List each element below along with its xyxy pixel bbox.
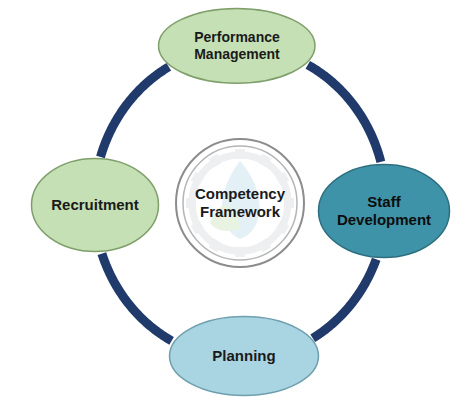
process-ellipse: Recruitment bbox=[30, 157, 160, 253]
node-label: Planning bbox=[212, 347, 275, 365]
ellipse-shape bbox=[159, 9, 315, 84]
process-ellipse: Planning bbox=[168, 315, 320, 397]
ellipse-shape bbox=[170, 317, 319, 396]
cycle-arc bbox=[101, 67, 169, 157]
node-label-group: Staff Development bbox=[331, 193, 438, 229]
cycle-arc bbox=[102, 254, 172, 341]
ellipse-shape bbox=[319, 165, 450, 258]
node-label-group: Planning bbox=[212, 347, 275, 365]
cycle-arc bbox=[313, 259, 376, 338]
node-label-group: Competency Framework bbox=[191, 185, 289, 221]
node-label-group: Performance Management bbox=[176, 29, 298, 63]
gear-watermark bbox=[186, 149, 294, 257]
cycle-arc bbox=[308, 65, 381, 162]
node-label: Competency Framework bbox=[191, 185, 289, 221]
ellipse-shape bbox=[32, 159, 159, 252]
process-ellipse: Performance Management bbox=[157, 7, 317, 85]
node-label: Staff Development bbox=[331, 193, 438, 229]
hub-circle: Competency Framework bbox=[174, 137, 306, 269]
node-label: Performance Management bbox=[176, 29, 298, 63]
node-label-group: Recruitment bbox=[51, 196, 139, 214]
hub-outer-ring bbox=[176, 139, 304, 267]
hub-inner-ring bbox=[183, 146, 297, 260]
node-label: Recruitment bbox=[51, 196, 139, 214]
process-ellipse: Staff Development bbox=[317, 163, 451, 259]
